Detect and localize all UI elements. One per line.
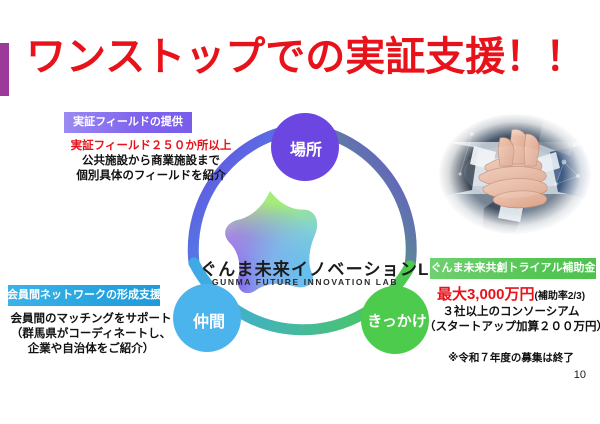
logo-text-english: GUNMA FUTURE INNOVATION LAB (211, 277, 399, 287)
text-line: （スタートアップ加算２００万円） (424, 320, 600, 333)
text-line: 個別具体のフィールドを紹介 (76, 170, 226, 183)
subsidy-amount-line: 最大3,000万円(補助率2/3) (424, 285, 598, 305)
venn-ring-diagram (160, 108, 440, 363)
text-line: 会員間のマッチングをサポート (10, 313, 172, 325)
subsidy-amount: 最大3,000万円 (436, 286, 535, 303)
text-block-field-provision: 実証フィールド２５０か所以上 公共施設から商業施設まで 個別具体のフィールドを紹… (56, 139, 246, 185)
text-block-trial-subsidy: 最大3,000万円(補助率2/3) ３社以上のコンソーシアム （スタートアップ加… (424, 285, 600, 335)
subsidy-closed-note: ※令和７年度の募集は終了 (448, 352, 574, 364)
logo-text-japanese: ぐんま未来イノベーションLAB (200, 260, 457, 279)
text-block-network-support: 会員間のマッチングをサポート （群馬県がコーディネートし、 企業や自治体をご紹介… (2, 312, 180, 358)
text-line: 実証フィールド２５０か所以上 (70, 140, 232, 152)
title-accent-bar (0, 43, 9, 96)
text-line: 公共施設から商業施設まで (82, 155, 220, 168)
text-line: （群馬県がコーディネートし、 (10, 328, 172, 341)
page-number: 10 (573, 369, 586, 381)
badge-network-support: 会員間ネットワークの形成支援 (7, 285, 161, 306)
text-line: ３社以上のコンソーシアム (442, 305, 580, 318)
badge-field-provision: 実証フィールドの提供 (64, 112, 192, 133)
node-circle-place (271, 113, 339, 181)
text-line: 企業や自治体をご紹介） (27, 343, 155, 356)
badge-trial-subsidy: ぐんま未来共創トライアル補助金 (430, 258, 596, 279)
teamwork-hands-photo (438, 112, 592, 236)
node-circle-chance (361, 286, 429, 354)
node-circle-peer (173, 284, 241, 352)
page-title: ワンストップでの実証支援！！ (26, 35, 586, 79)
subsidy-rate: (補助率2/3) (534, 291, 586, 302)
